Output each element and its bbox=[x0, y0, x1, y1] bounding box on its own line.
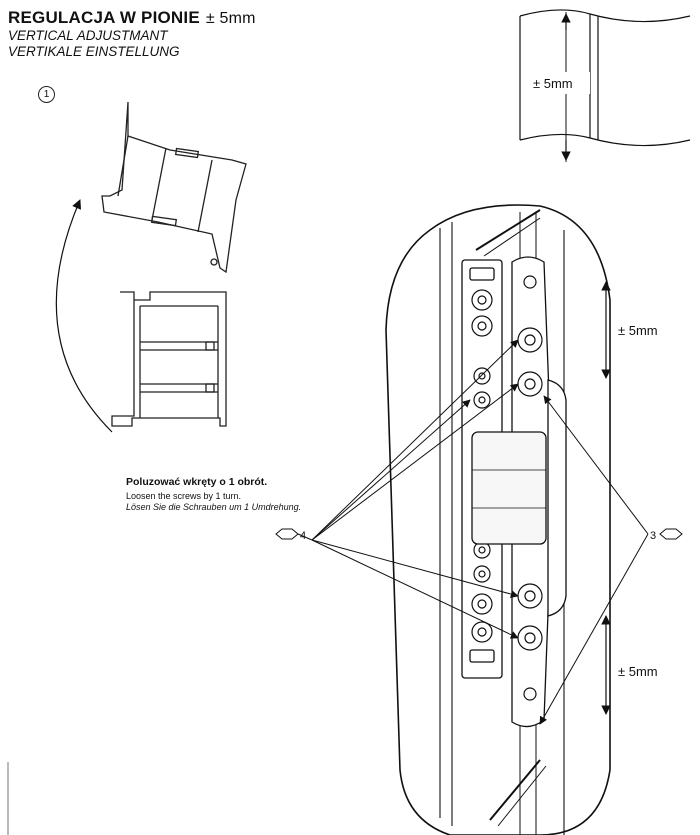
callout-screws-label: 4 bbox=[300, 530, 306, 542]
title-tolerance: ± 5mm bbox=[205, 10, 256, 27]
dimension-label-upper: ± 5mm bbox=[618, 323, 658, 338]
instruction-pl: Poluzować wkręty o 1 obrót. bbox=[126, 476, 268, 488]
plate-screws bbox=[471, 289, 493, 643]
hinge-screws bbox=[517, 275, 543, 701]
leader-lines-screws bbox=[311, 339, 519, 639]
title-block: REGULACJA W PIONIE ± 5mm VERTICAL ADJUSTM… bbox=[8, 8, 256, 60]
callout-screws bbox=[275, 528, 313, 541]
hinge-knuckle bbox=[471, 256, 567, 728]
instruction-block: Poluzować wkręty o 1 obrót. Loosen the s… bbox=[126, 476, 316, 513]
subtitle-de: VERTIKALE EINSTELLUNG bbox=[8, 44, 180, 59]
subtitle-en: VERTICAL ADJUSTMANT bbox=[8, 28, 168, 43]
dimension-label-bg bbox=[530, 72, 590, 94]
step-number: 1 bbox=[38, 86, 55, 103]
dimension-label-lower: ± 5mm bbox=[618, 664, 658, 679]
rotation-arrow bbox=[55, 199, 113, 433]
callout-hex-key-label: 3 bbox=[650, 530, 656, 542]
frame-profile bbox=[111, 291, 227, 427]
leader-lines-hex-key bbox=[539, 395, 649, 725]
dimension-label-top: ± 5mm bbox=[533, 76, 573, 91]
title: REGULACJA W PIONIE ± 5mm bbox=[8, 8, 256, 28]
instruction-de: Lösen Sie die Schrauben um 1 Umdrehung. bbox=[126, 502, 302, 512]
instruction-en: Loosen the screws by 1 turn. bbox=[126, 491, 242, 501]
callout-hex-key bbox=[659, 528, 683, 540]
sash-profile-tilted bbox=[101, 101, 247, 274]
title-main: REGULACJA W PIONIE bbox=[8, 8, 200, 27]
